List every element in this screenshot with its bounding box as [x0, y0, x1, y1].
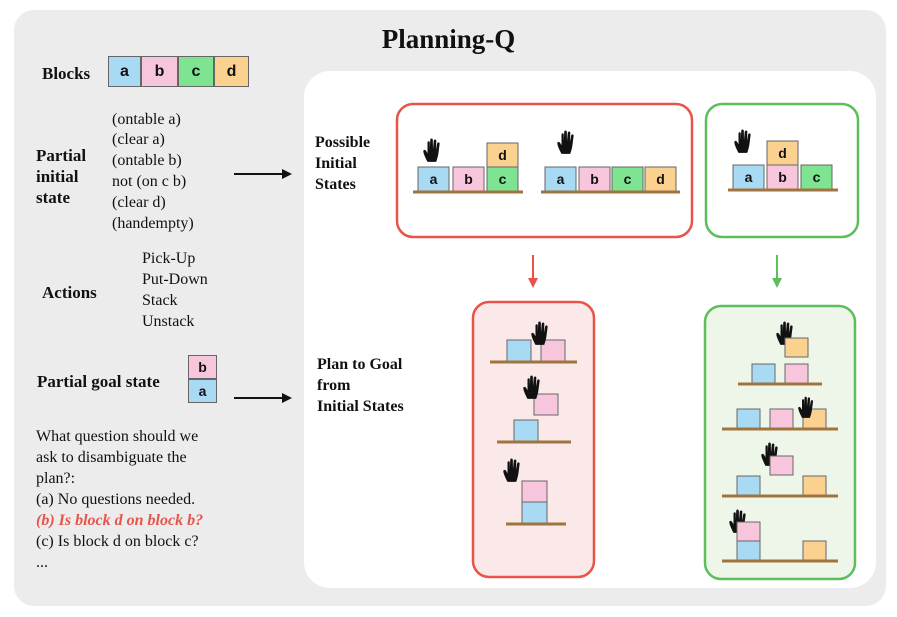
initial-fact: (ontable a) — [112, 111, 181, 128]
question-block: What question should we ask to disambigu… — [36, 426, 261, 573]
possible-initial-label-3: States — [315, 176, 356, 193]
partial-initial-label-1: Partial — [36, 146, 87, 165]
question-line: ask to disambiguate the — [36, 449, 187, 466]
initial-fact: (clear a) — [112, 131, 165, 148]
option-c: (c) Is block d on block c? — [36, 533, 199, 550]
true-predicate: (on d b) is True — [720, 208, 825, 228]
plan-label-3: Initial States — [317, 398, 404, 415]
plan-label-2: from — [317, 377, 351, 394]
initial-fact: (handempty) — [112, 215, 194, 232]
legend-block-a: a — [108, 56, 141, 87]
page-title: Planning-Q — [381, 24, 516, 54]
possible-initial-label-2: Initial — [315, 155, 357, 172]
action-item: Pick-Up — [142, 250, 196, 267]
true-is: is — [773, 209, 793, 226]
option-a: (a) No questions needed. — [36, 491, 196, 508]
legend-block-d: d — [214, 56, 249, 87]
initial-fact: (ontable b) — [112, 152, 182, 169]
legend-block-c: c — [178, 56, 214, 87]
blocks-label: Blocks — [42, 64, 91, 83]
partial-initial-label-2: initial — [36, 167, 79, 186]
goal-block-a: a — [188, 379, 217, 403]
true-pred-text: (on d b) — [720, 209, 774, 226]
action-item: Put-Down — [142, 271, 208, 288]
actions-label: Actions — [42, 283, 97, 302]
possible-initial-label-1: Possible — [315, 134, 371, 151]
option-b-correct: (b) Is block d on block b? — [36, 512, 204, 529]
true-value: True — [792, 209, 825, 226]
initial-fact: not (on c b) — [112, 173, 187, 190]
initial-fact: (clear d) — [112, 194, 166, 211]
legend-block-b: b — [141, 56, 178, 87]
illustration-panel — [304, 71, 876, 588]
question-line: plan?: — [36, 470, 76, 487]
partial-goal-label: Partial goal state — [37, 372, 160, 391]
false-pred-text: (on d b) — [472, 209, 526, 226]
plan-label-1: Plan to Goal — [317, 356, 403, 373]
action-item: Stack — [142, 292, 178, 309]
goal-block-b: b — [188, 355, 217, 379]
option-ellipsis: ... — [36, 554, 48, 571]
false-is: is — [525, 209, 545, 226]
action-item: Unstack — [142, 313, 195, 330]
false-predicate: (on d b) is False — [472, 208, 580, 228]
question-line: What question should we — [36, 428, 199, 445]
false-value: False — [544, 209, 580, 226]
partial-initial-label-3: state — [36, 188, 70, 207]
